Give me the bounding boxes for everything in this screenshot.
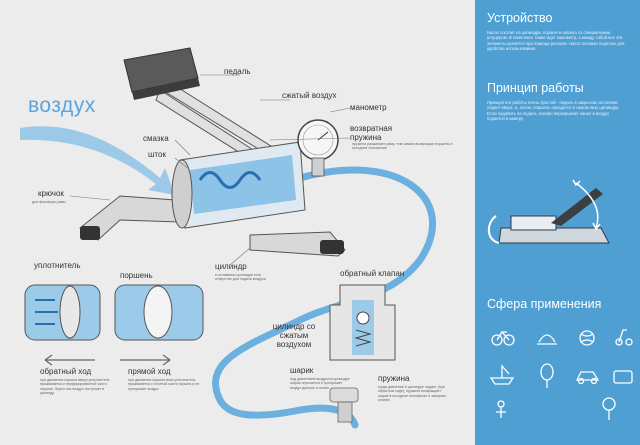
foot-right <box>320 240 344 254</box>
seal-label: уплотнитель <box>34 261 81 270</box>
principle-title: Принцип работы <box>487 81 584 95</box>
air-label: воздух <box>28 94 96 117</box>
manometer-label: манометр <box>350 103 387 112</box>
info-panel: Устройство Насос состоит из цилиндра, по… <box>475 0 640 445</box>
check-valve-label: обратный клапан <box>340 269 405 278</box>
detail-piston <box>114 284 204 341</box>
airbed-icon <box>496 400 506 418</box>
ball-icon <box>579 330 595 346</box>
balloon-icon <box>540 363 554 388</box>
principle-illustration <box>487 179 610 244</box>
car-icon <box>575 371 600 385</box>
valve-detail <box>329 284 396 361</box>
cylinder-label: цилиндр <box>215 262 247 271</box>
detail-seal <box>24 284 101 341</box>
air-arrow <box>20 126 175 195</box>
principle-text: Принцип его работы очень простой - педал… <box>487 100 620 122</box>
pedal-label: педаль <box>224 67 251 76</box>
cylinder-body <box>171 141 306 229</box>
forward-stroke-label: прямой ход <box>128 367 171 376</box>
cylinder-note: в основании цилиндра есть отверстие для … <box>215 273 266 282</box>
reverse-stroke-label: обратный ход <box>40 367 92 376</box>
reverse-note: при движении поршня вверх уплотнитель пр… <box>40 378 110 396</box>
hook-note: для фиксации рамы <box>32 200 66 204</box>
forward-stroke-arrow <box>120 354 171 366</box>
ball-label: шарик <box>290 366 314 375</box>
leader-lines <box>69 74 351 266</box>
application-title: Сфера применения <box>487 297 602 311</box>
pump-illustration <box>20 47 436 429</box>
hook-label: крючок <box>38 189 64 198</box>
mattress-icon <box>613 370 633 384</box>
reverse-stroke-arrow <box>44 354 95 366</box>
pool-ring-icon <box>537 334 557 345</box>
pedal <box>123 47 200 100</box>
spring2-note: когда давление в цилиндре падает (при об… <box>378 385 447 403</box>
bulb-icon <box>602 397 616 420</box>
application-icons <box>489 329 633 420</box>
cylinder-compressed-label: цилиндр со сжатым воздухом <box>272 322 316 350</box>
forward-note: при движении поршня вниз уплотнитель при… <box>128 378 200 391</box>
device-text: Насос состоит из цилиндра, поршня и шлан… <box>487 30 625 52</box>
pump-diagram: воздух педаль сжатый воздух манометр воз… <box>20 47 453 429</box>
piston-label: поршень <box>120 271 153 280</box>
scooter-icon <box>615 329 633 346</box>
nozzle <box>329 387 359 423</box>
boat-icon <box>489 364 515 385</box>
spring-label: пружина <box>378 374 410 383</box>
return-spring-label: возвратная пружина <box>350 124 393 143</box>
ball-note: под давлением воздуха в цилиндре шарик о… <box>290 377 350 390</box>
hose <box>212 166 436 429</box>
manometer-gauge <box>297 119 339 177</box>
bicycle-icon <box>491 330 515 346</box>
device-title: Устройство <box>487 11 553 25</box>
rod-label: шток <box>148 150 166 159</box>
compressed-air-label: сжатый воздух <box>282 91 337 100</box>
foot-left <box>80 226 100 240</box>
spring-note: пружина разжимает раму, тем самым возвра… <box>352 142 453 151</box>
grease-label: смазка <box>143 134 169 143</box>
